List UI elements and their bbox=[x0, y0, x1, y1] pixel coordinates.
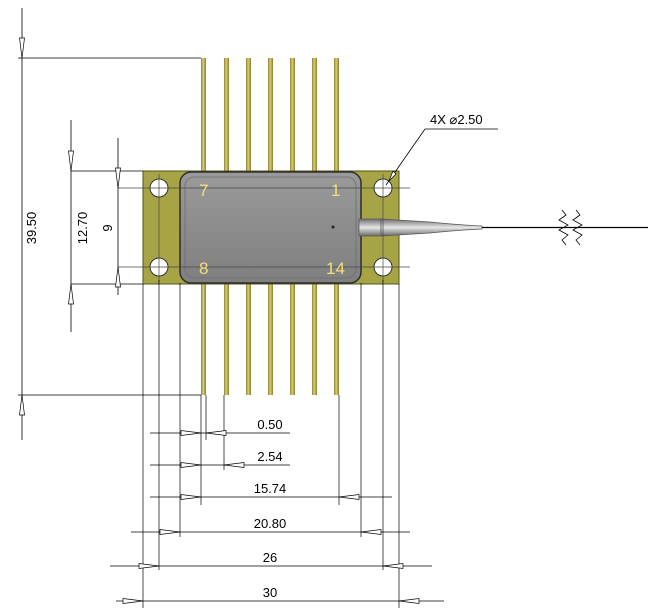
dim-value: 26 bbox=[263, 550, 277, 565]
hole-callout: 4X ⌀2.50 bbox=[385, 112, 498, 186]
dim-pin-span: 15.74 bbox=[150, 481, 392, 500]
fiber-boot-taper bbox=[380, 218, 483, 237]
pin bbox=[268, 280, 273, 395]
bottom-pin-row bbox=[201, 280, 339, 395]
pin bbox=[246, 280, 251, 395]
dim-pin-row-spacing: 9 bbox=[100, 138, 121, 295]
dim-value: 20.80 bbox=[254, 516, 287, 531]
hole-callout-text: 4X ⌀2.50 bbox=[430, 112, 483, 127]
pin bbox=[224, 58, 229, 176]
top-pin-row bbox=[201, 58, 339, 176]
body-center-mark bbox=[331, 225, 335, 229]
pin bbox=[201, 280, 206, 395]
pin bbox=[246, 58, 251, 176]
hole-centerlines bbox=[118, 174, 410, 282]
dim-body-width: 20.80 bbox=[131, 516, 410, 535]
dim-value: 2.54 bbox=[257, 449, 282, 464]
pin bbox=[334, 58, 339, 176]
fiber-break-symbol bbox=[572, 209, 583, 246]
dim-flange-width: 30 bbox=[116, 585, 444, 604]
pin bbox=[201, 58, 206, 176]
pin bbox=[312, 58, 317, 176]
pin bbox=[290, 280, 295, 395]
pin-label-1: 1 bbox=[331, 181, 340, 200]
pin-label-8: 8 bbox=[199, 259, 208, 278]
pin bbox=[334, 280, 339, 395]
dim-overall-length: 39.50 bbox=[18, 8, 201, 440]
pin bbox=[224, 280, 229, 395]
pin-label-14: 14 bbox=[326, 259, 345, 278]
extension-lines bbox=[142, 280, 400, 608]
pin bbox=[312, 280, 317, 395]
fiber-break-symbol bbox=[558, 209, 569, 246]
dim-hole-spacing-horizontal: 26 bbox=[110, 550, 432, 569]
pin-label-7: 7 bbox=[199, 181, 208, 200]
dim-pin-width: 0.50 bbox=[150, 417, 290, 436]
dim-pin-pitch: 2.54 bbox=[150, 449, 290, 468]
dim-value: 12.70 bbox=[75, 212, 90, 245]
dim-value: 0.50 bbox=[257, 417, 282, 432]
fiber-pigtail bbox=[358, 209, 648, 246]
dim-hole-spacing-vertical: 12.70 bbox=[68, 120, 143, 332]
fiber-boot-tube bbox=[358, 218, 382, 237]
pin bbox=[268, 58, 273, 176]
dim-value: 15.74 bbox=[254, 481, 287, 496]
pin bbox=[290, 58, 295, 176]
dim-value: 39.50 bbox=[24, 212, 39, 245]
dim-value: 9 bbox=[100, 224, 115, 231]
package-lid-outline bbox=[184, 176, 357, 279]
dim-value: 30 bbox=[263, 585, 277, 600]
